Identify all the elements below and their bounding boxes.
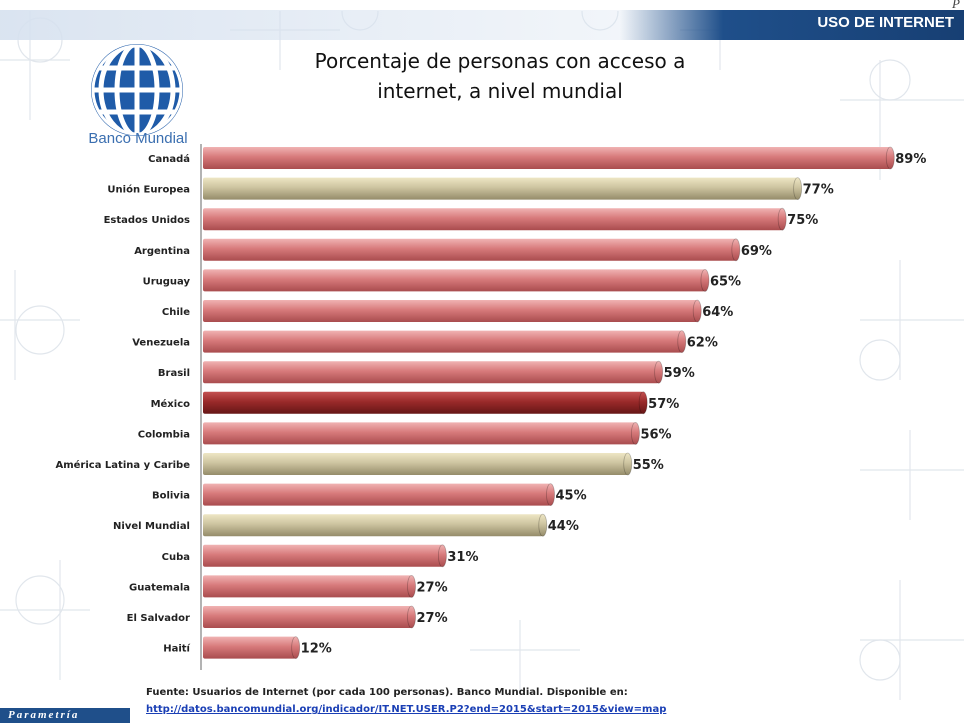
bar-end-cap — [731, 238, 741, 262]
value-label: 59% — [664, 366, 695, 381]
value-label: 45% — [556, 489, 587, 504]
bar-regular — [203, 636, 296, 659]
category-label: México — [151, 398, 191, 410]
bar-end-cap — [631, 421, 640, 445]
category-label: Guatemala — [129, 582, 190, 593]
category-label: Argentina — [134, 246, 190, 257]
bar-end-cap — [291, 636, 301, 660]
bar-highlight — [203, 391, 644, 414]
bar-region — [203, 514, 543, 537]
bar-end-cap — [638, 391, 648, 415]
bar-regular — [203, 483, 551, 506]
bar-regular — [203, 575, 412, 598]
globe-icon — [91, 44, 183, 136]
value-label: 27% — [417, 580, 448, 595]
bar-chart: Canadá 89% Unión Europea 77% Estados Unidos 7… — [55, 144, 926, 670]
value-label: 55% — [633, 458, 664, 473]
bar-end-cap — [437, 544, 447, 568]
header-band — [620, 10, 964, 40]
value-label: 75% — [787, 213, 818, 228]
category-label: Canadá — [148, 153, 190, 165]
chart-title: Porcentaje de personas con acceso a inte… — [314, 49, 686, 103]
bar-end-cap — [677, 330, 687, 354]
value-label: 65% — [710, 274, 741, 289]
section-title: USO DE INTERNET — [817, 14, 954, 31]
header-top-strip — [0, 0, 964, 11]
bar-regular — [203, 606, 412, 628]
bar-end-cap — [623, 452, 633, 476]
bar-regular — [203, 300, 698, 322]
value-label: 57% — [648, 397, 679, 412]
value-label: 89% — [895, 152, 926, 167]
category-label: Uruguay — [143, 276, 191, 287]
category-label: Venezuela — [132, 338, 190, 349]
bar-end-cap — [407, 574, 416, 598]
value-label: 27% — [417, 611, 448, 626]
bar-end-cap — [407, 605, 416, 629]
bar-regular — [203, 147, 891, 169]
bar-regular — [203, 269, 705, 292]
bar-regular — [203, 208, 783, 231]
category-label: Colombia — [138, 429, 190, 440]
brand-logo: Parametría — [0, 708, 130, 723]
value-label: 44% — [548, 519, 579, 534]
category-label: Nivel Mundial — [113, 521, 190, 532]
source-note: Fuente: Usuarios de Internet (por cada 1… — [146, 684, 666, 718]
bar-end-cap — [793, 177, 803, 200]
value-label: 12% — [301, 642, 332, 657]
category-label: Unión Europea — [107, 184, 190, 196]
bar-regular — [203, 361, 659, 384]
category-label: El Salvador — [127, 613, 190, 624]
value-label: 31% — [447, 550, 478, 565]
logo-text: Banco Mundial — [88, 130, 188, 147]
category-label: Brasil — [158, 368, 190, 379]
value-label: 77% — [803, 183, 834, 198]
category-label: Estados Unidos — [104, 215, 190, 226]
value-label: 64% — [702, 305, 733, 320]
source-text: Fuente: Usuarios de Internet (por cada 1… — [146, 687, 628, 698]
bar-regular — [203, 422, 636, 445]
header-bar: USO DE INTERNET P — [0, 0, 964, 40]
corner-letter: P — [952, 0, 960, 11]
category-label: Cuba — [162, 552, 190, 563]
bar-end-cap — [546, 483, 555, 507]
bar-region — [203, 453, 628, 475]
bar-regular — [203, 238, 736, 261]
bar-end-cap — [654, 360, 664, 384]
value-label: 56% — [640, 427, 671, 442]
value-label: 62% — [687, 336, 718, 351]
value-label: 69% — [741, 244, 772, 259]
category-label: América Latina y Caribe — [55, 459, 190, 471]
bar-region — [203, 177, 798, 200]
category-label: Chile — [162, 307, 190, 318]
bar-end-cap — [692, 299, 702, 323]
bar-regular — [203, 544, 443, 567]
bar-end-cap — [885, 146, 895, 170]
bar-end-cap — [700, 268, 710, 292]
category-label: Haití — [163, 643, 190, 655]
source-link[interactable]: http://datos.bancomundial.org/indicador/… — [146, 704, 667, 715]
bar-end-cap — [777, 207, 787, 231]
bar-end-cap — [538, 513, 548, 537]
category-label: Bolivia — [152, 491, 190, 502]
bar-regular — [203, 330, 682, 353]
